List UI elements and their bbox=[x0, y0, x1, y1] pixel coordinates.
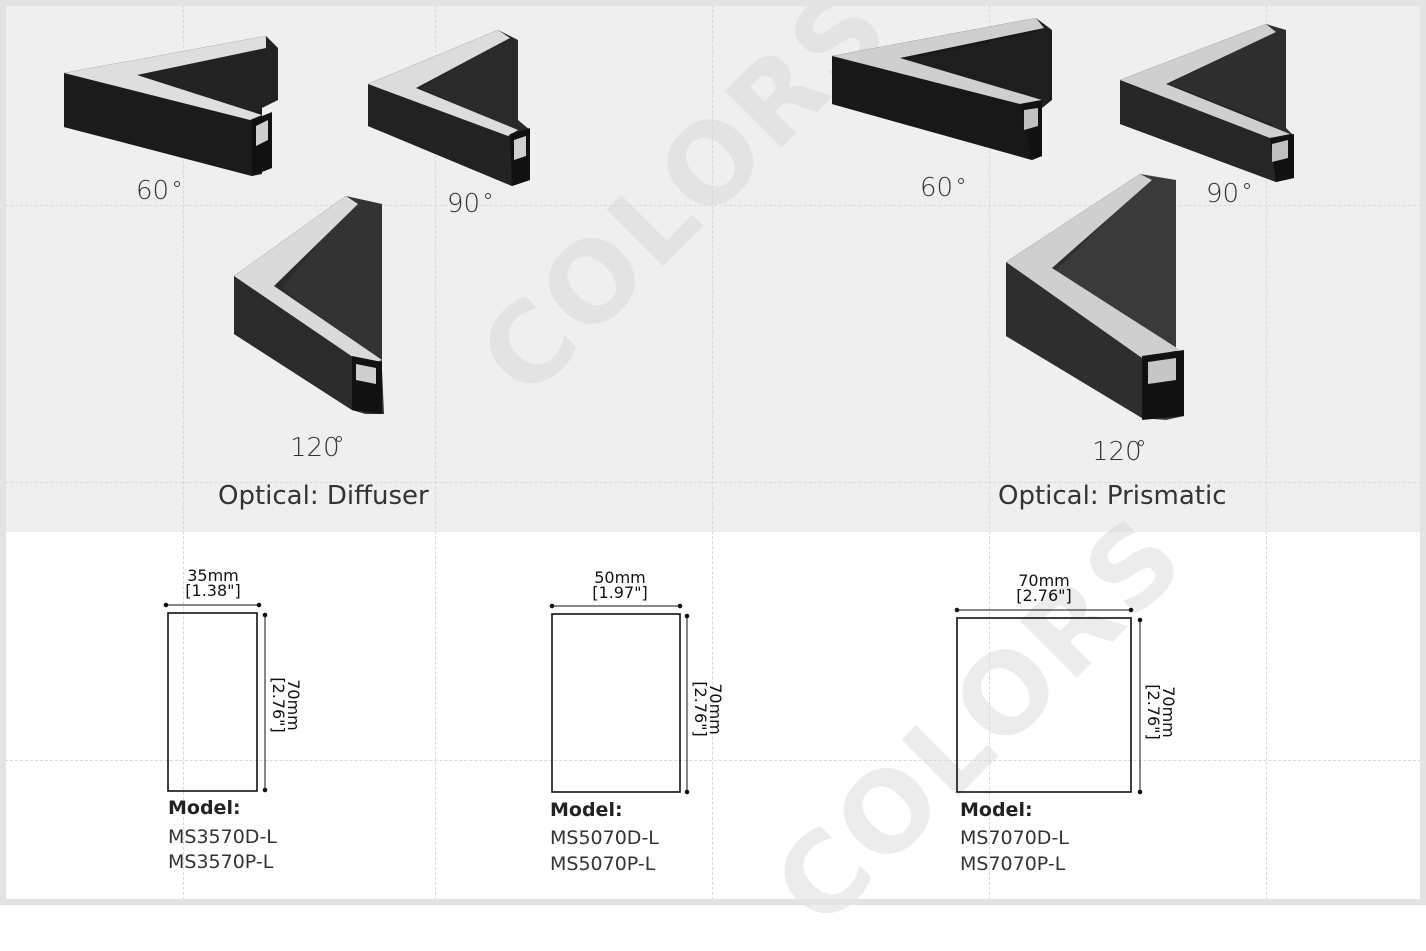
optical-prismatic-label: Optical: Prismatic bbox=[998, 481, 1227, 511]
width-dimension: 50mm [1.97"] bbox=[580, 568, 660, 602]
grid-guide bbox=[183, 0, 184, 905]
model-code: MS3570D-L bbox=[168, 826, 277, 848]
width-inch: [1.97"] bbox=[592, 583, 648, 602]
degree-icon bbox=[1244, 183, 1250, 189]
corner-120-prismatic-image bbox=[1006, 174, 1184, 420]
height-mm: 70mm bbox=[284, 679, 303, 731]
profile-50x70-drawing bbox=[549, 603, 690, 795]
corner-60-diffuser-image bbox=[64, 36, 278, 176]
corner-profile-illustrations bbox=[64, 18, 1294, 795]
model-label: Model: bbox=[168, 797, 241, 819]
width-inch: [1.38"] bbox=[185, 581, 241, 600]
angle-label-90: 90 bbox=[1206, 179, 1240, 209]
degree-icon bbox=[174, 181, 180, 187]
grid-guide bbox=[989, 0, 990, 905]
height-inch: [2.76"] bbox=[1144, 684, 1163, 740]
corner-120-diffuser-image bbox=[234, 196, 384, 414]
height-dimension: 70mm [2.76"] bbox=[691, 669, 725, 749]
model-label: Model: bbox=[960, 799, 1033, 821]
grid-guide bbox=[712, 0, 713, 905]
angle-label-120: 120 bbox=[1092, 437, 1142, 467]
height-mm: 70mm bbox=[1159, 686, 1178, 738]
width-dimension: 70mm [2.76"] bbox=[1004, 571, 1084, 605]
width-inch: [2.76"] bbox=[1016, 586, 1072, 605]
profile-35x70-drawing bbox=[163, 602, 268, 793]
degree-icon bbox=[336, 436, 342, 442]
angle-label-120: 120 bbox=[290, 433, 340, 463]
angle-label-60: 60 bbox=[920, 173, 954, 203]
grid-guide bbox=[1266, 0, 1267, 905]
height-inch: [2.76"] bbox=[691, 681, 710, 737]
model-code: MS5070P-L bbox=[550, 853, 656, 875]
height-mm: 70mm bbox=[706, 683, 725, 735]
height-inch: [2.76"] bbox=[269, 677, 288, 733]
height-dimension: 70mm [2.76"] bbox=[1144, 672, 1178, 752]
width-mm: 70mm bbox=[1018, 571, 1070, 590]
angle-label-60: 60 bbox=[136, 176, 170, 206]
width-dimension: 35mm [1.38"] bbox=[173, 566, 253, 600]
degree-icon bbox=[958, 178, 964, 184]
optical-diffuser-label: Optical: Diffuser bbox=[218, 481, 429, 511]
grid-guide bbox=[435, 0, 436, 905]
model-label: Model: bbox=[550, 799, 623, 821]
model-code: MS5070D-L bbox=[550, 827, 659, 849]
angle-label-90: 90 bbox=[447, 189, 481, 219]
height-dimension: 70mm [2.76"] bbox=[269, 665, 303, 745]
grid-guide bbox=[0, 205, 1426, 206]
width-mm: 35mm bbox=[187, 566, 239, 585]
grid-guide bbox=[0, 760, 1426, 761]
degree-icon bbox=[1138, 440, 1144, 446]
model-code: MS3570P-L bbox=[168, 851, 274, 873]
grid-guide bbox=[0, 482, 1426, 483]
degree-icon bbox=[485, 193, 491, 199]
corner-90-diffuser-image bbox=[368, 30, 530, 186]
model-code: MS7070D-L bbox=[960, 827, 1069, 849]
model-code: MS7070P-L bbox=[960, 853, 1066, 875]
corner-90-prismatic-image bbox=[1120, 24, 1294, 182]
corner-60-prismatic-image bbox=[832, 18, 1052, 160]
width-mm: 50mm bbox=[594, 568, 646, 587]
profile-70x70-drawing bbox=[954, 607, 1143, 795]
